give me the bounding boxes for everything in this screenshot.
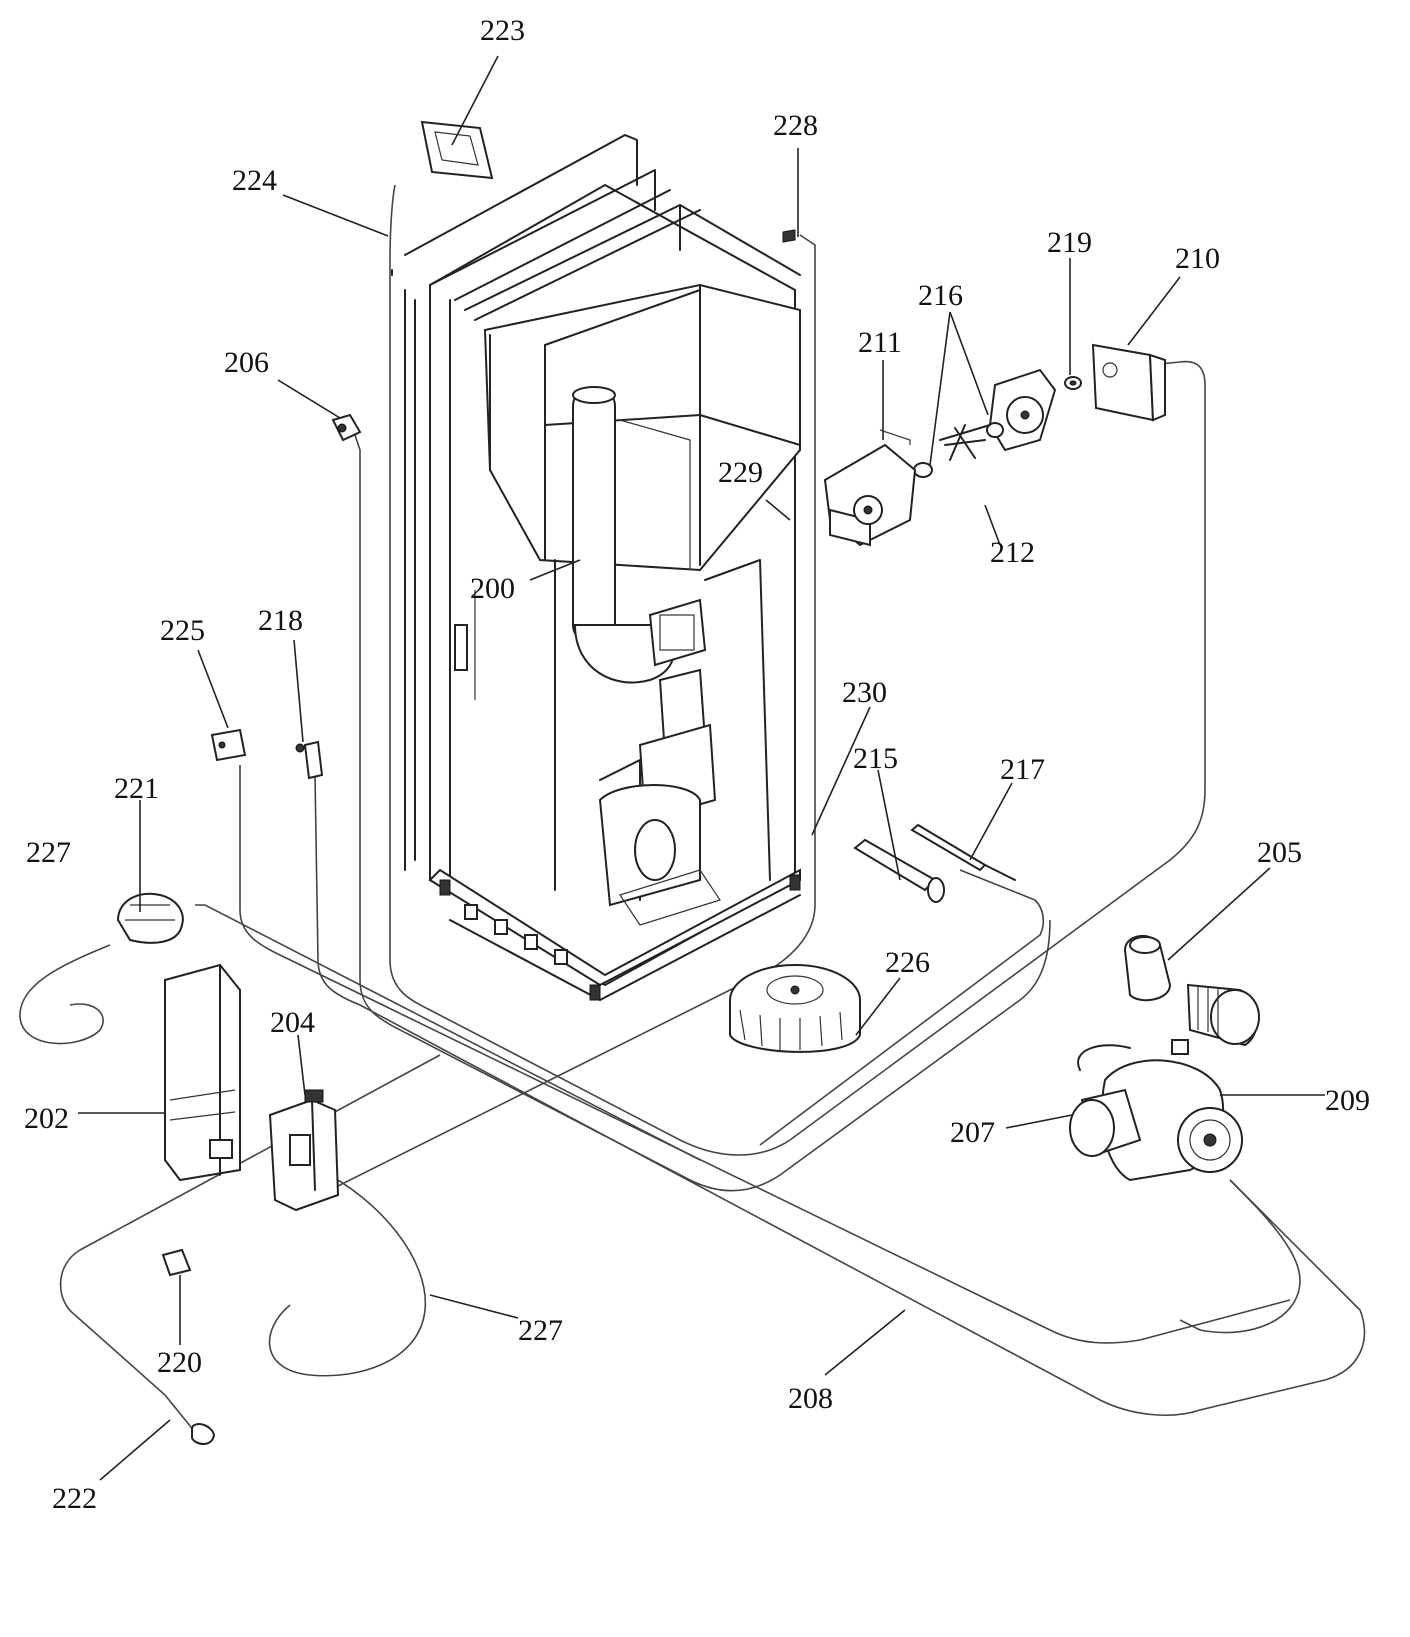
part-215-igniter-tube (853, 838, 945, 903)
callout-211: 211 (858, 326, 902, 359)
callout-225: 225 (160, 614, 205, 647)
callout-224: 224 (232, 164, 277, 197)
part-221-pressure-switch (116, 892, 184, 944)
callout-202: 202 (24, 1102, 69, 1135)
part-206-switch (331, 413, 362, 442)
callout-206: 206 (224, 346, 269, 379)
part-225-thermostat (210, 728, 247, 762)
callout-220: 220 (157, 1346, 202, 1379)
stove-chassis (391, 134, 801, 1001)
leader-lines (78, 55, 1325, 1481)
part-218-sensor (295, 740, 324, 780)
callout-217: 217 (1000, 753, 1045, 786)
callout-228: 228 (773, 109, 818, 142)
part-220-fuse-holder (161, 1248, 192, 1277)
callout-229: 229 (718, 456, 763, 489)
callout-227-upper: 227 (26, 836, 71, 869)
part-222-connector (191, 1423, 216, 1445)
callout-209: 209 (1325, 1084, 1370, 1117)
callout-210: 210 (1175, 242, 1220, 275)
auger-assembly (823, 343, 1166, 547)
callout-222: 222 (52, 1482, 97, 1515)
callout-226: 226 (885, 946, 930, 979)
part-209-exhaust-blower (1069, 1039, 1243, 1182)
part-228-sensor (782, 229, 796, 243)
part-202-electrical-box (164, 963, 241, 1182)
part-223-display (420, 120, 494, 180)
part-226-fan (729, 964, 861, 1053)
callout-223: 223 (480, 14, 525, 47)
callout-221: 221 (114, 772, 159, 805)
part-207-gasket (1077, 1044, 1131, 1071)
callout-215: 215 (853, 742, 898, 775)
callout-204: 204 (270, 1006, 315, 1039)
callout-200: 200 (470, 572, 515, 605)
part-217-igniter (910, 823, 1016, 881)
callout-227-lower: 227 (518, 1314, 563, 1347)
part-205-flue-elbow (1123, 935, 1260, 1047)
callout-218: 218 (258, 604, 303, 637)
callout-208: 208 (788, 1382, 833, 1415)
wiring-harness (19, 184, 1366, 1433)
callout-205: 205 (1257, 836, 1302, 869)
callout-212: 212 (990, 536, 1035, 569)
callout-230: 230 (842, 676, 887, 709)
callout-207: 207 (950, 1116, 995, 1149)
callout-219: 219 (1047, 226, 1092, 259)
callout-216: 216 (918, 279, 963, 312)
callout-labels: 223 224 228 219 210 216 211 206 229 212 … (24, 14, 1370, 1515)
part-204-control-board (268, 1089, 340, 1212)
